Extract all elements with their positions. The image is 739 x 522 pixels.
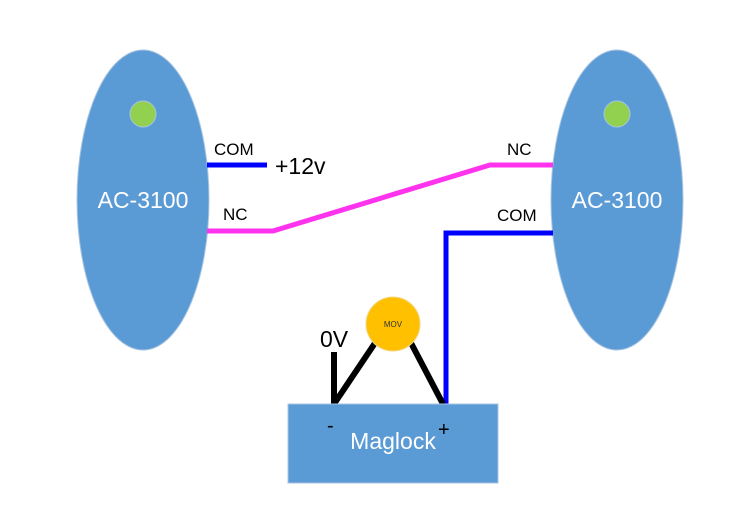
right-com-wire bbox=[443, 230, 553, 405]
left-reader-led bbox=[129, 100, 157, 128]
right-reader-label: AC-3100 bbox=[572, 187, 663, 213]
maglock-box bbox=[287, 403, 499, 484]
mov-component bbox=[365, 296, 421, 352]
mov-label: MOV bbox=[384, 320, 403, 329]
mov-lead-left bbox=[331, 341, 378, 406]
left-reader-body bbox=[76, 49, 210, 351]
maglock-plus-label: + bbox=[438, 419, 450, 441]
left-nc-label: NC bbox=[223, 205, 248, 224]
supply-label: +12v bbox=[275, 153, 326, 179]
left-com-label: COM bbox=[214, 140, 254, 159]
maglock-label: Maglock bbox=[350, 428, 436, 454]
nc-wire bbox=[207, 162, 553, 234]
right-nc-label: NC bbox=[507, 140, 532, 159]
right-com-label: COM bbox=[497, 206, 537, 225]
right-reader-body bbox=[550, 49, 684, 351]
left-reader-label: AC-3100 bbox=[98, 187, 189, 213]
maglock-minus-label: - bbox=[327, 415, 334, 437]
right-reader-led bbox=[603, 100, 631, 128]
mov-lead-right bbox=[408, 341, 446, 406]
ground-label: 0V bbox=[320, 326, 349, 352]
